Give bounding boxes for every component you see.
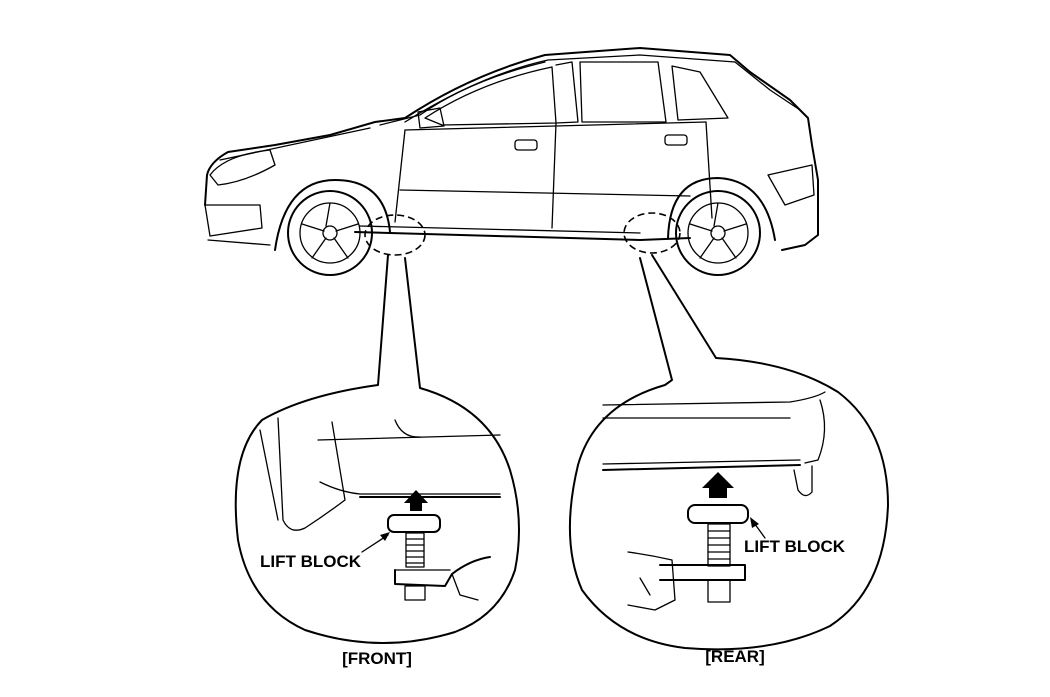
front-lift-arrow-icon [404,490,428,511]
rear-lift-block-label: LIFT BLOCK [744,537,846,556]
front-lift-block-label: LIFT BLOCK [260,552,362,571]
rear-lift-arrow-icon [702,472,734,498]
rear-callout [568,254,889,651]
rear-lift-point-marker [623,212,681,254]
car-side-view [204,47,819,276]
front-caption: [FRONT] [342,649,412,668]
rear-caption: [REAR] [705,647,765,666]
rear-lift-block-pad [687,504,749,524]
front-lift-block-pad [387,514,441,533]
front-callout [234,254,520,645]
front-lift-point-marker [364,214,426,256]
